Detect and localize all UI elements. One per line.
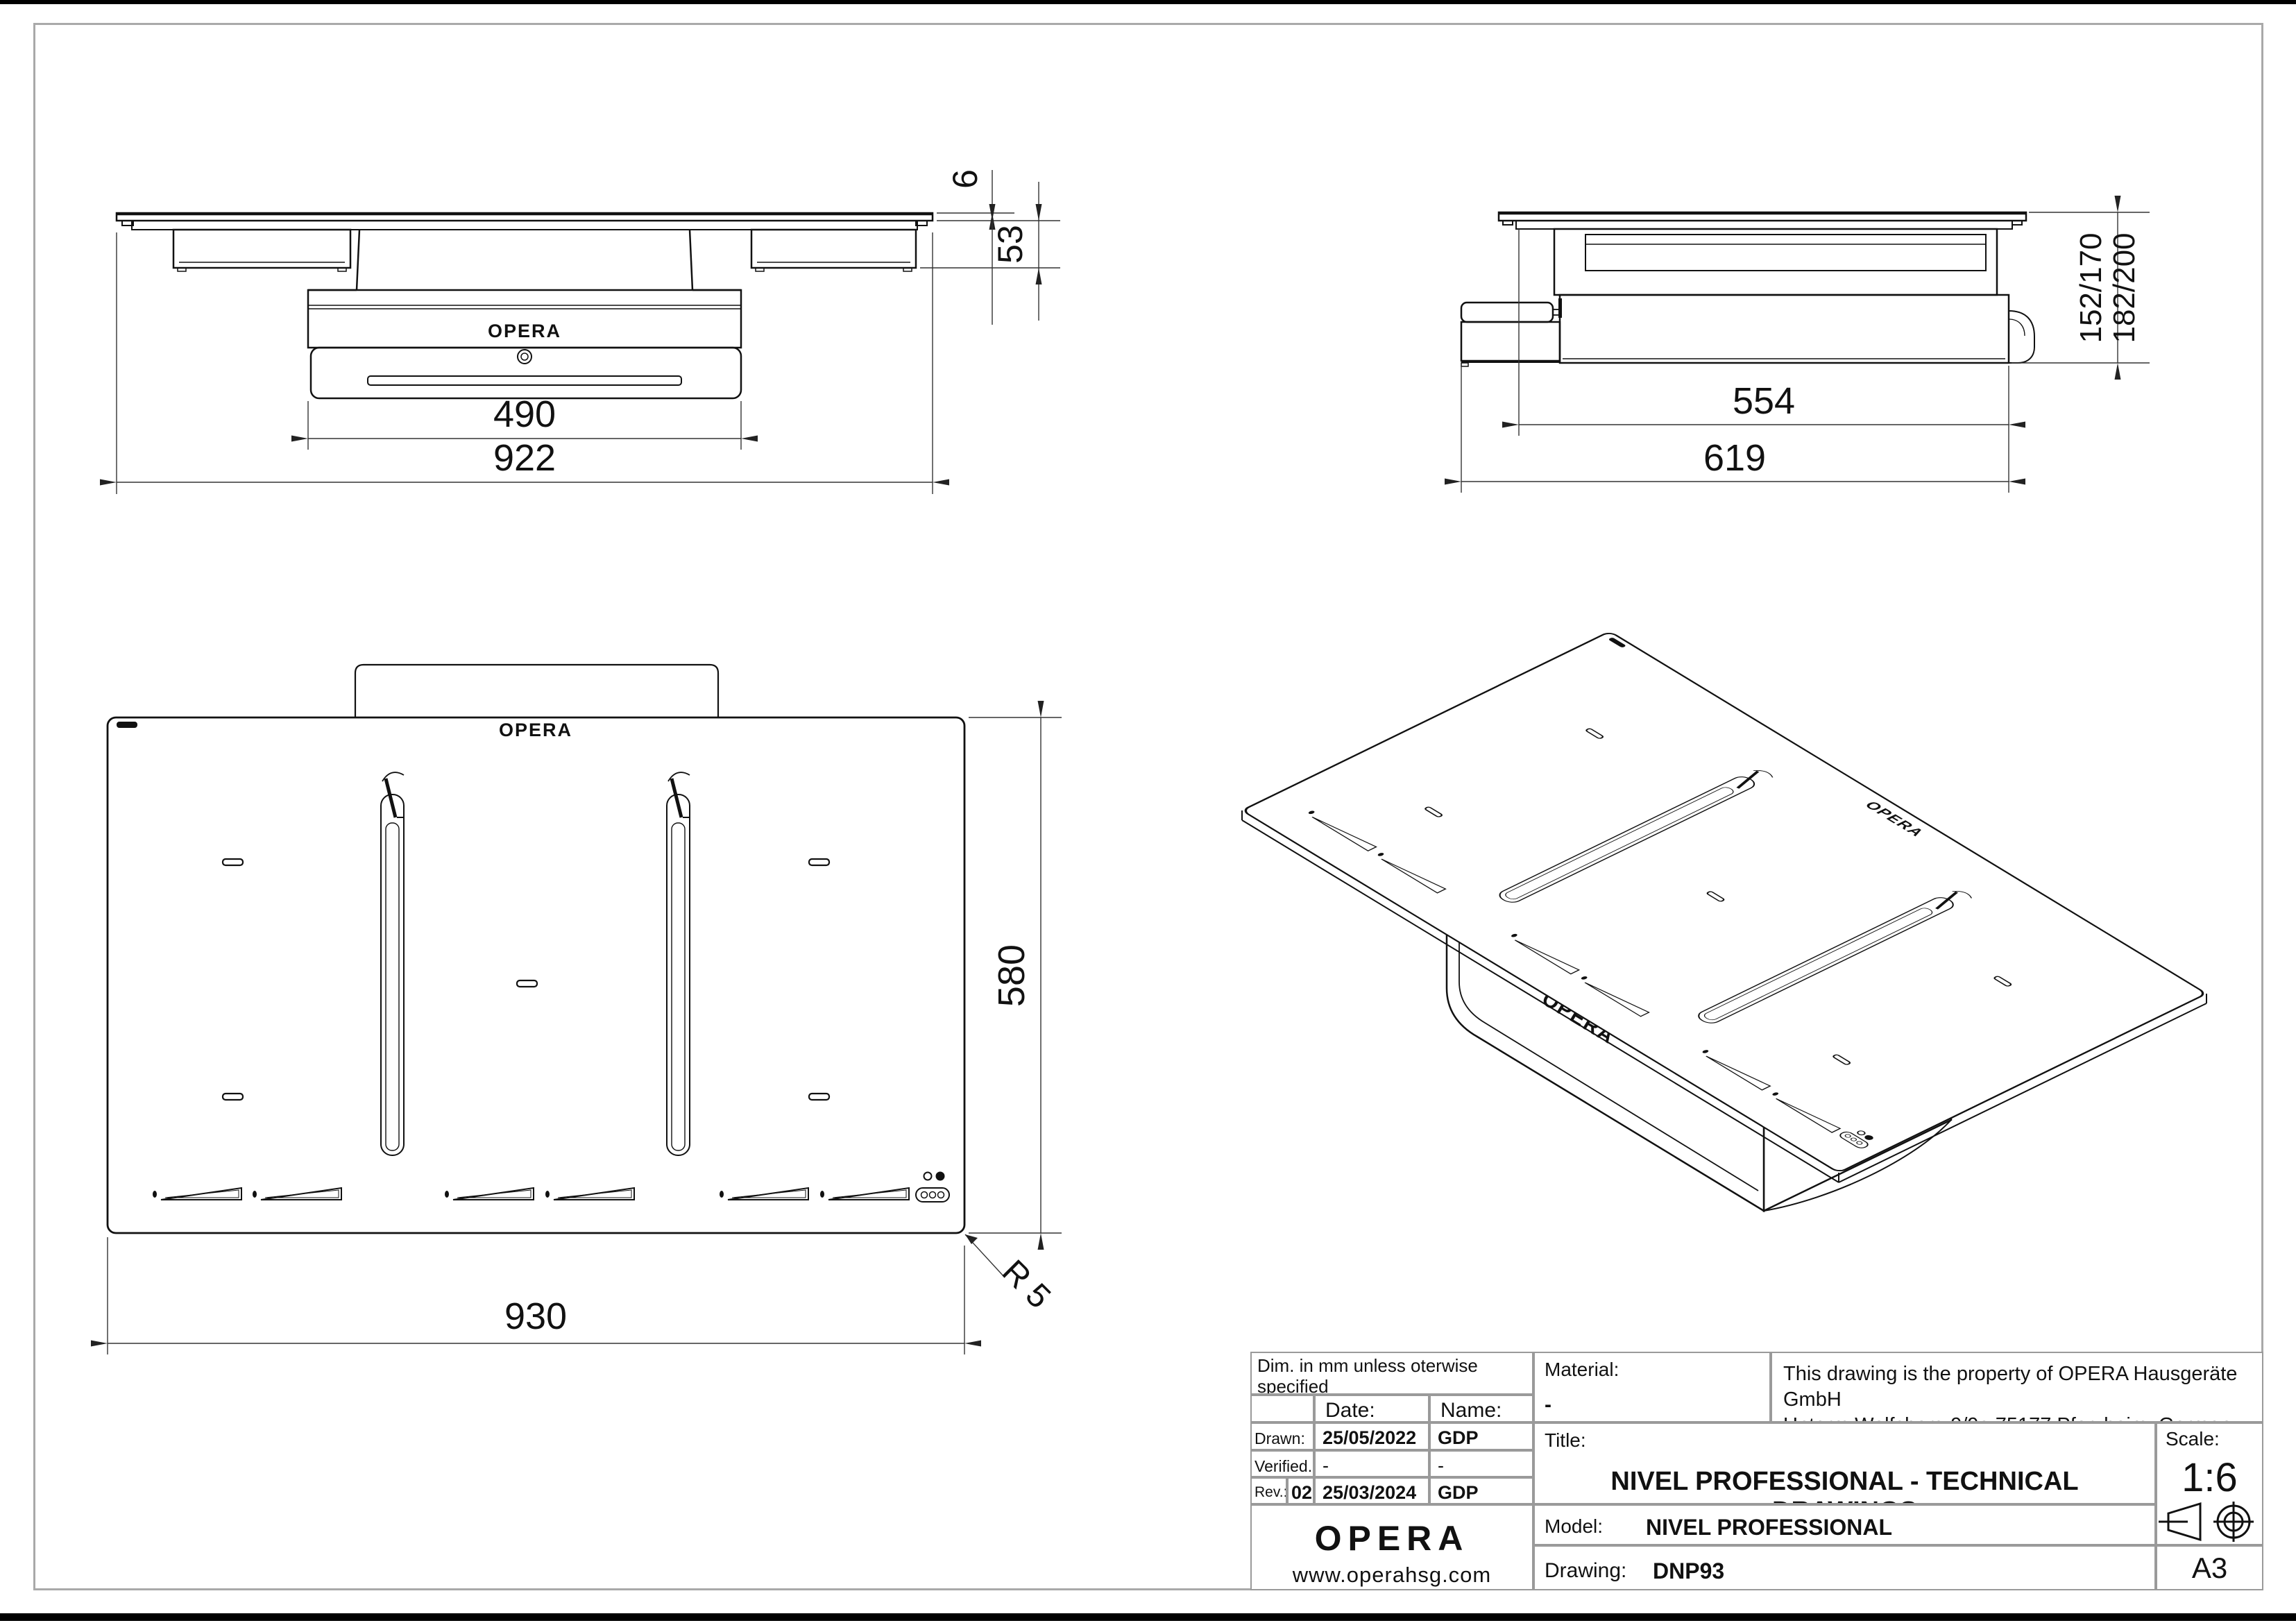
paper-size: A3 [2156, 1545, 2263, 1590]
slider-controls [153, 1187, 910, 1200]
rev-name: GDP [1429, 1477, 1533, 1504]
drawing-value: DNP93 [1653, 1558, 1725, 1583]
tolerance-note: Dim. in mm unless oterwise specified Tol… [1250, 1352, 1533, 1395]
front-mount-frame [131, 220, 918, 230]
dim-front-box: 490 [493, 393, 556, 435]
front-drawer [309, 346, 742, 400]
plan-corner-tag [117, 722, 137, 728]
dim-plan-width: 930 [504, 1295, 567, 1337]
iso-plate-thickness [1241, 810, 2207, 1183]
front-left-box [172, 228, 352, 272]
dim-front-overall: 922 [493, 437, 556, 479]
top-edge-bar [0, 0, 2296, 4]
side-motor-box [1460, 298, 1562, 367]
plan-plate [106, 716, 966, 1234]
front-logo: OPERA [488, 321, 561, 341]
dim-plan-radius: R 5 [995, 1253, 1057, 1316]
plan-view: OPERA [91, 663, 1062, 1354]
scale-label: Scale: [2166, 1428, 2220, 1450]
header-name: Name: [1429, 1395, 1533, 1422]
title-block: Dim. in mm unless oterwise specified Tol… [1250, 1352, 2263, 1590]
property-note-line1: This drawing is the property of OPERA Ha… [1783, 1363, 2238, 1411]
company-website: www.operahsg.com [1292, 1563, 1492, 1587]
verified-label: Verified.: [1250, 1450, 1314, 1477]
material-label: Material: [1545, 1359, 1619, 1380]
dim-side-height-b: 182/200 [2107, 232, 2141, 343]
dim-side-height-a: 152/170 [2074, 232, 2108, 343]
front-central-body [307, 229, 742, 400]
property-note: This drawing is the property of OPERA Ha… [1771, 1352, 2263, 1422]
tolerance-note-line1: Dim. in mm unless oterwise specified [1257, 1355, 1478, 1395]
verified-date: - [1314, 1450, 1429, 1477]
front-right-box [750, 228, 917, 272]
side-dimensions [1445, 196, 2150, 493]
front-view: OPERA 922 490 6 53 [100, 169, 1060, 494]
plan-dimensions [91, 701, 1062, 1354]
verified-name: - [1429, 1450, 1533, 1477]
drawn-date: 25/05/2022 [1314, 1422, 1429, 1450]
side-upper-box [1553, 228, 1998, 296]
rev-date: 25/03/2024 [1314, 1477, 1429, 1504]
dim-front-glass: 6 [946, 169, 985, 189]
vent-slot-right [666, 772, 690, 1156]
drawing-label: Drawing: [1545, 1559, 1627, 1582]
bottom-edge-bar [0, 1613, 2296, 1621]
front-drawer-slot [367, 375, 682, 386]
side-view: 554 619 152/170 182/200 [1445, 196, 2150, 493]
header-empty-cell [1250, 1395, 1314, 1422]
zone-markers [221, 858, 831, 1101]
scale-cell: Scale: 1:6 [2156, 1422, 2263, 1545]
drawn-name: GDP [1429, 1422, 1533, 1450]
isometric-view: OPERA OPERA [1241, 632, 2207, 1213]
scale-value: 1:6 [2182, 1455, 2238, 1500]
plan-logo: OPERA [499, 720, 572, 740]
power-controls [915, 1171, 950, 1203]
side-lower-body [1558, 294, 2035, 364]
dim-plan-depth: 580 [991, 944, 1032, 1007]
drawn-label: Drawn: [1250, 1422, 1314, 1450]
property-note-line2: Unterm Wolfsberg 9/9a 75177 Pforzheim, G… [1783, 1413, 2251, 1421]
drawing-title: NIVEL PROFESSIONAL - TECHNICAL DRAWINGS [1610, 1467, 2079, 1503]
model-value: NIVEL PROFESSIONAL [1646, 1515, 1893, 1540]
title-cell: Title: NIVEL PROFESSIONAL - TECHNICAL DR… [1533, 1422, 2156, 1504]
vent-slot-left [380, 772, 405, 1156]
iso-plate: OPERA [1244, 632, 2204, 1172]
material-cell: Material: - [1533, 1352, 1771, 1422]
material-value: - [1545, 1393, 1551, 1416]
side-mount-frame [1515, 220, 2013, 230]
title-label: Title: [1545, 1429, 1586, 1451]
header-date: Date: [1314, 1395, 1429, 1422]
drawing-frame [33, 23, 2263, 1590]
plan-chimney [354, 663, 720, 717]
model-label: Model: [1545, 1515, 1604, 1537]
projection-symbol-icon [2159, 1502, 2254, 1542]
dim-side-overall: 619 [1703, 437, 1766, 479]
company-cell: OPERA www.operahsg.com [1250, 1504, 1533, 1590]
rev-label: Rev.: [1250, 1477, 1287, 1504]
dim-front-height: 53 [991, 225, 1030, 264]
drawing-number-cell: Drawing: DNP93 [1533, 1545, 2156, 1590]
dim-side-body: 554 [1733, 380, 1795, 422]
rev-number: 02 [1287, 1477, 1314, 1504]
front-dimensions [100, 170, 1060, 494]
model-cell: Model: NIVEL PROFESSIONAL [1533, 1504, 2156, 1545]
company-logo: OPERA [1314, 1519, 1470, 1558]
